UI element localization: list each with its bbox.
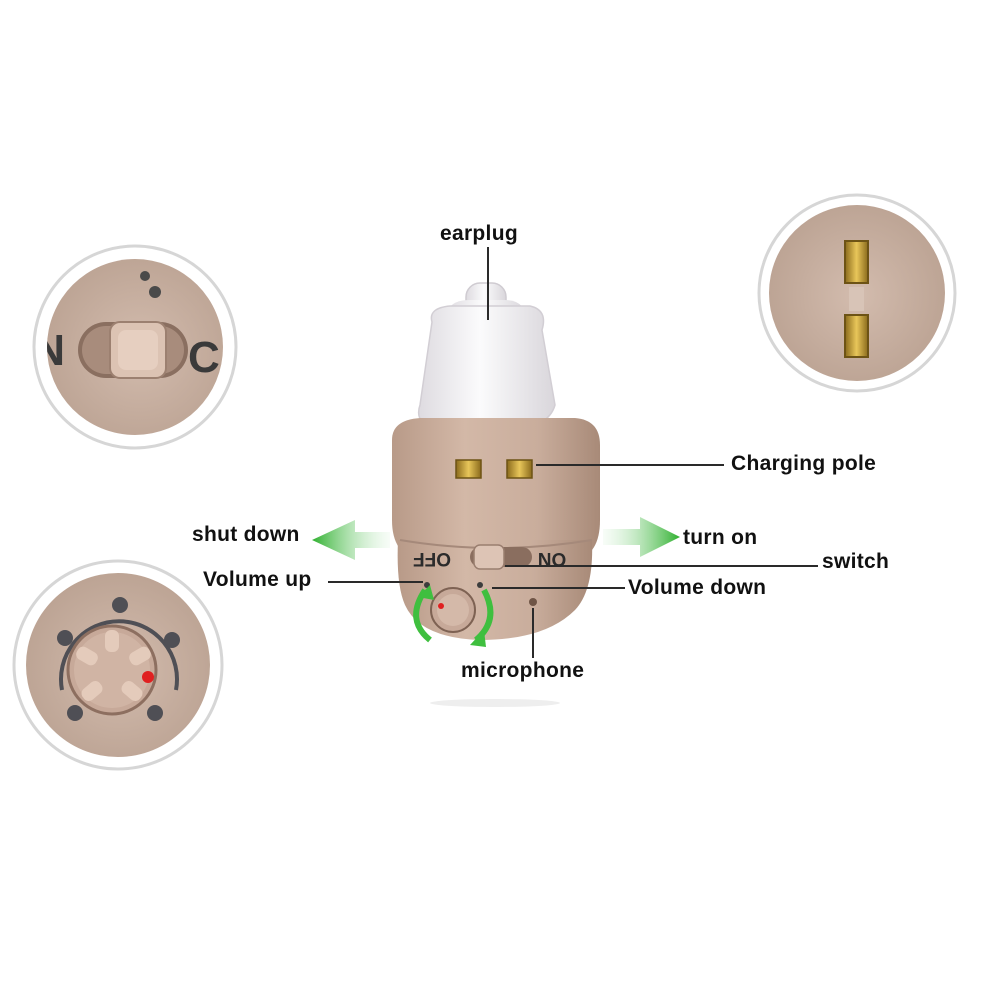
earplug-part — [417, 282, 556, 433]
earplug-label: earplug — [440, 222, 518, 245]
svg-text:N: N — [33, 325, 65, 374]
off-marking: OFF — [413, 548, 451, 569]
rotate-right-arrowhead — [470, 630, 486, 647]
leader-lines — [328, 247, 818, 658]
microphone-label: microphone — [461, 659, 585, 682]
zoom-switch-detail: N C — [32, 244, 238, 450]
svg-text:C: C — [188, 333, 220, 382]
hearing-aid-device: OFF ON — [392, 282, 600, 707]
rotate-left-arrowhead — [418, 585, 434, 600]
zoom-volume-wheel-detail — [12, 559, 224, 771]
volume-down-label: Volume down — [628, 576, 767, 599]
shut-down-arrow — [312, 520, 390, 560]
shut-down-label: shut down — [192, 523, 300, 546]
charging-pole-label: Charging pole — [731, 452, 877, 475]
volume-up-label: Volume up — [203, 568, 312, 591]
on-marking: ON — [538, 548, 567, 569]
zoom-charging-detail — [757, 193, 957, 393]
turn-on-label: turn on — [683, 526, 758, 549]
switch-label: switch — [822, 550, 890, 573]
turn-on-arrow — [603, 517, 680, 557]
